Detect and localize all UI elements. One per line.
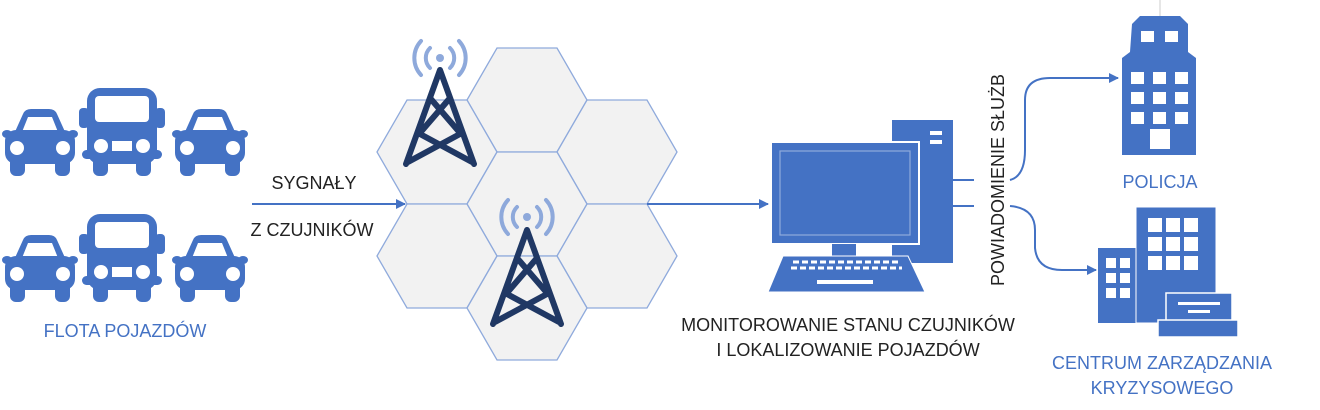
vehicle-fleet [2, 88, 248, 302]
computer-icon [767, 120, 953, 293]
signal-label-line1: SYGNAŁY [271, 173, 356, 193]
signal-label-line2: Z CZUJNIKÓW [251, 219, 374, 240]
police-label: POLICJA [1122, 172, 1197, 192]
police-arrow [1009, 73, 1119, 181]
car-icon [172, 235, 248, 302]
police-building-icon [1122, 0, 1196, 155]
crisis-center-label-line1: CENTRUM ZARZĄDZANIA [1052, 353, 1272, 373]
car-icon [2, 109, 78, 176]
crisis-center-arrow [1009, 205, 1097, 275]
bus-icon [79, 88, 165, 176]
car-icon [172, 109, 248, 176]
crisis-center-building-icon [1098, 206, 1239, 338]
crisis-center-label-line2: KRYZYSOWEGO [1091, 378, 1234, 398]
notify-label: POWIADOMIENIE SŁUŻB [988, 74, 1008, 286]
car-icon [2, 235, 78, 302]
fleet-label: FLOTA POJAZDÓW [44, 320, 207, 341]
bus-icon [79, 214, 165, 302]
cellular-network-grid [376, 47, 678, 361]
monitoring-label-line1: MONITOROWANIE STANU CZUJNIKÓW [681, 314, 1015, 335]
monitoring-label-line2: I LOKALIZOWANIE POJAZDÓW [716, 339, 979, 360]
